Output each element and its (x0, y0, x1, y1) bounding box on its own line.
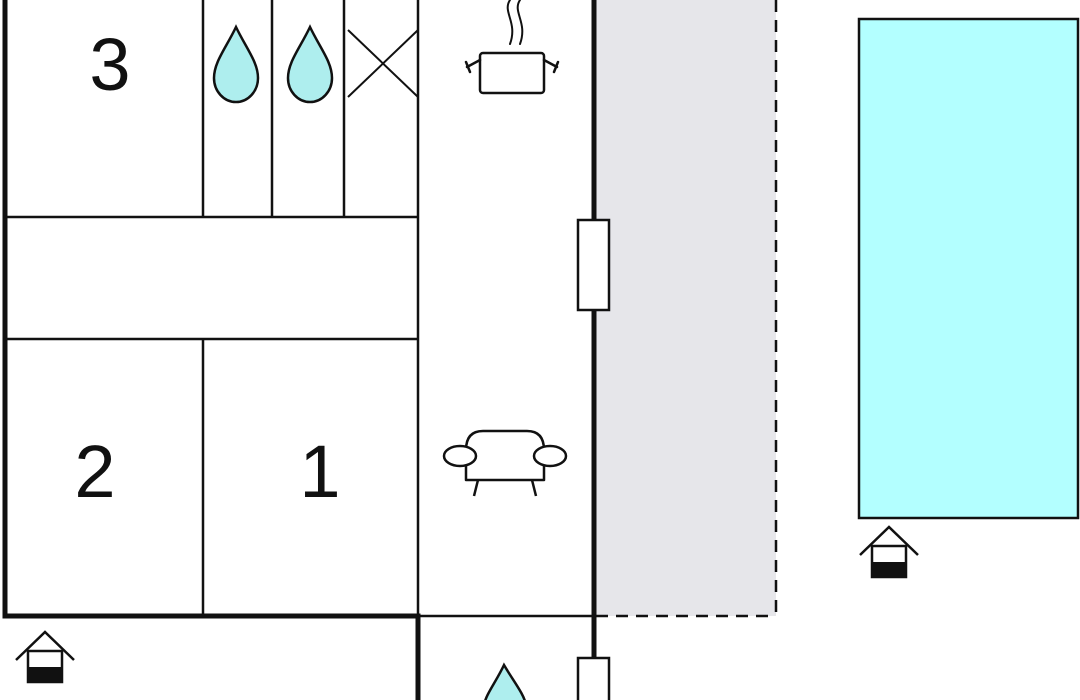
water-drop-icon (212, 24, 260, 104)
cross-icon (347, 29, 419, 98)
house-entrance-icon (859, 525, 919, 579)
room-label-2: 2 (74, 430, 115, 513)
exterior-walls (2, 0, 597, 700)
water-drop-icon (286, 24, 334, 104)
sofa-icon (442, 429, 568, 497)
room-label-3: 3 (89, 23, 130, 106)
interior-walls (5, 0, 594, 618)
door-icon (576, 656, 611, 700)
door-icon (576, 218, 611, 312)
swimming-pool (857, 17, 1080, 520)
room-label-1: 1 (299, 430, 340, 513)
terrace (594, 0, 778, 618)
cooking-pot-icon (464, 0, 560, 95)
house-entrance-icon (15, 630, 75, 684)
water-drop-icon (484, 662, 526, 700)
